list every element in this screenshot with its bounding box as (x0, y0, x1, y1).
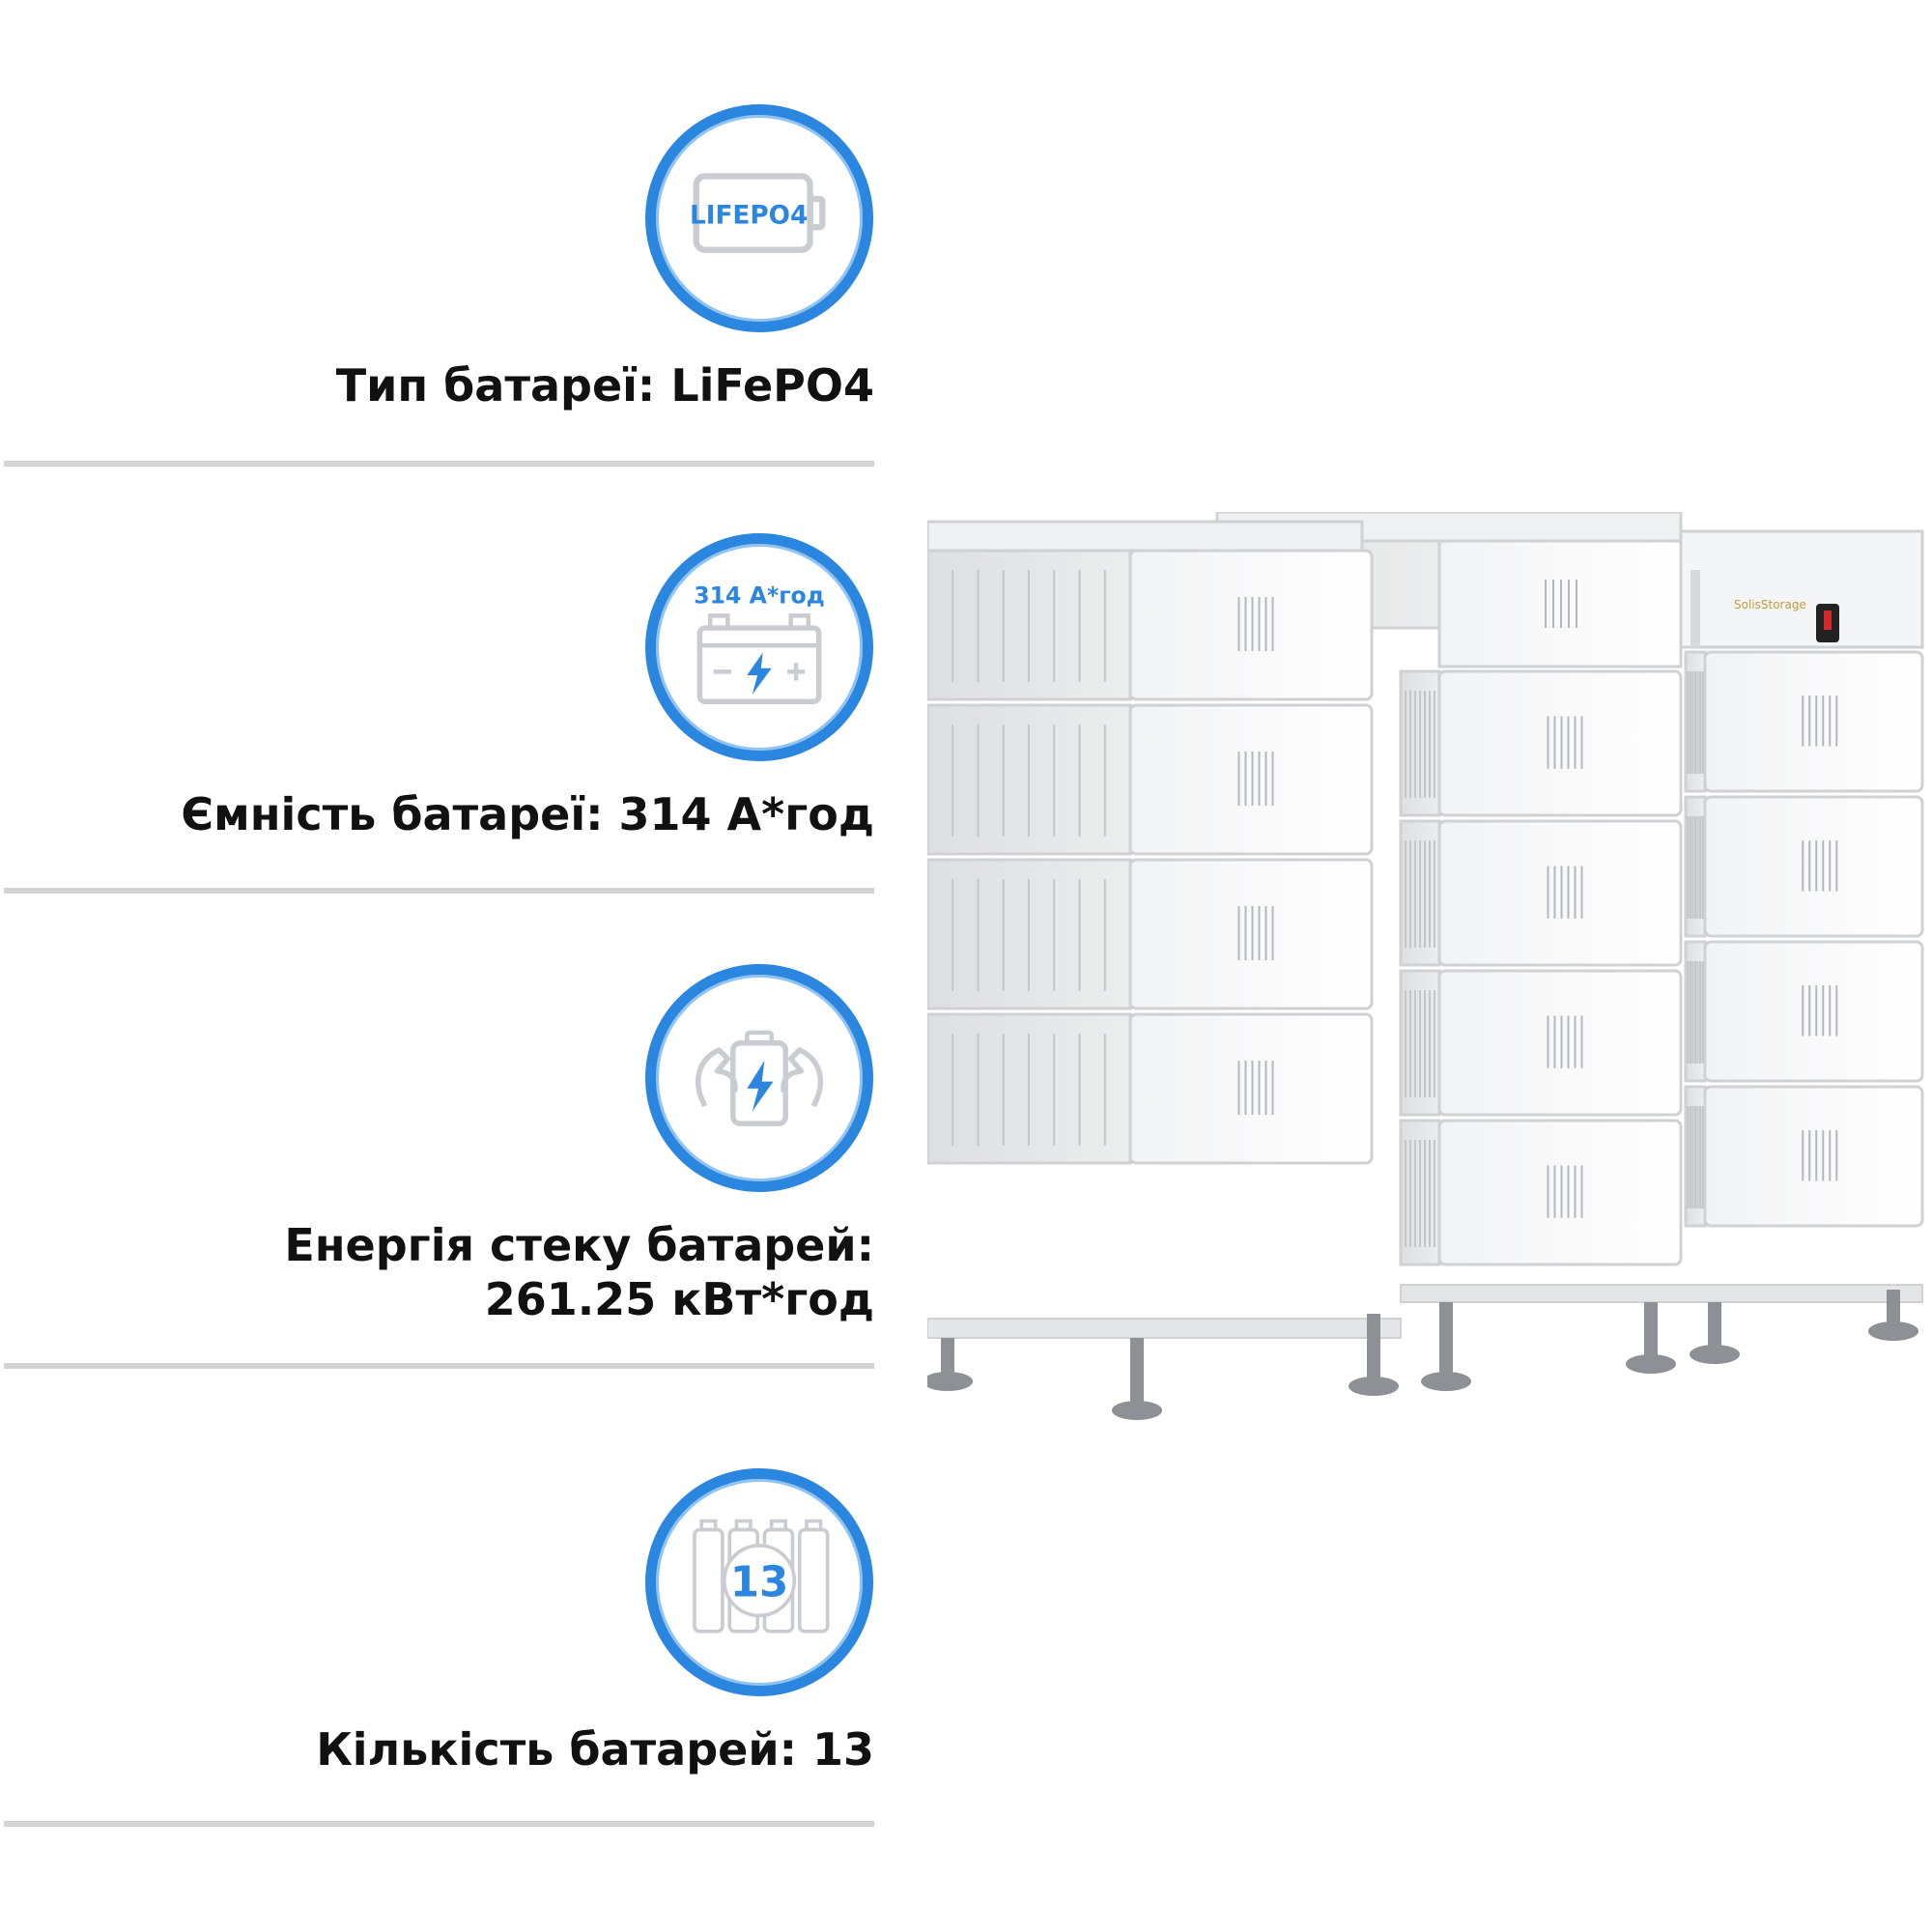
svg-text:13: 13 (730, 1559, 789, 1607)
car-battery-icon: 314 А*год (645, 533, 873, 761)
battery-count-icon: 13 (645, 1468, 873, 1696)
battery-module (925, 549, 1374, 701)
battery-module (1684, 795, 1924, 938)
svg-text:314 А*год: 314 А*год (694, 582, 824, 610)
divider (4, 1821, 874, 1827)
battery-module (925, 1012, 1374, 1165)
svg-text:LIFEPO4: LIFEPO4 (690, 201, 808, 230)
spec-battery-count: 13 Кількість батарей: 13 (0, 1468, 874, 1835)
battery-module (925, 858, 1374, 1010)
battery-module (1399, 1119, 1683, 1266)
battery-stack-image: SolisStorage (923, 510, 1932, 1430)
spec-stack-energy: Енергія стеку батарей: 261.25 кВт*год (0, 964, 874, 1370)
rack-column-left (925, 520, 1374, 1165)
rack-base (923, 1284, 1923, 1420)
rack-column-middle (1215, 510, 1683, 1266)
battery-module (1684, 650, 1924, 793)
battery-module (925, 703, 1374, 856)
spec-battery-type: LIFEPO4 Тип батареї: LiFePO4 (0, 104, 874, 467)
battery-module (1399, 969, 1683, 1117)
spec-label: Тип батареї: LiFePO4 (335, 359, 874, 412)
battery-module (1684, 940, 1924, 1083)
divider (4, 1363, 874, 1369)
spec-label-line1: Енергія стеку батарей: (284, 1219, 874, 1271)
battery-module (1684, 1085, 1924, 1228)
spec-label-line2: 261.25 кВт*год (484, 1273, 874, 1325)
divider (4, 888, 874, 894)
rack-column-right: SolisStorage (1679, 529, 1924, 1228)
strong-battery-icon (645, 964, 873, 1192)
battery-module (1399, 669, 1683, 817)
svg-text:SolisStorage: SolisStorage (1734, 598, 1806, 611)
spec-label: Кількість батарей: 13 (316, 1723, 874, 1776)
lifepo4-battery-icon: LIFEPO4 (645, 104, 873, 332)
battery-module (1399, 819, 1683, 967)
divider (4, 461, 874, 467)
spec-label: Ємність батареї: 314 А*год (181, 788, 874, 840)
spec-battery-capacity: 314 А*год Ємність батареї: 314 А*год (0, 533, 874, 895)
